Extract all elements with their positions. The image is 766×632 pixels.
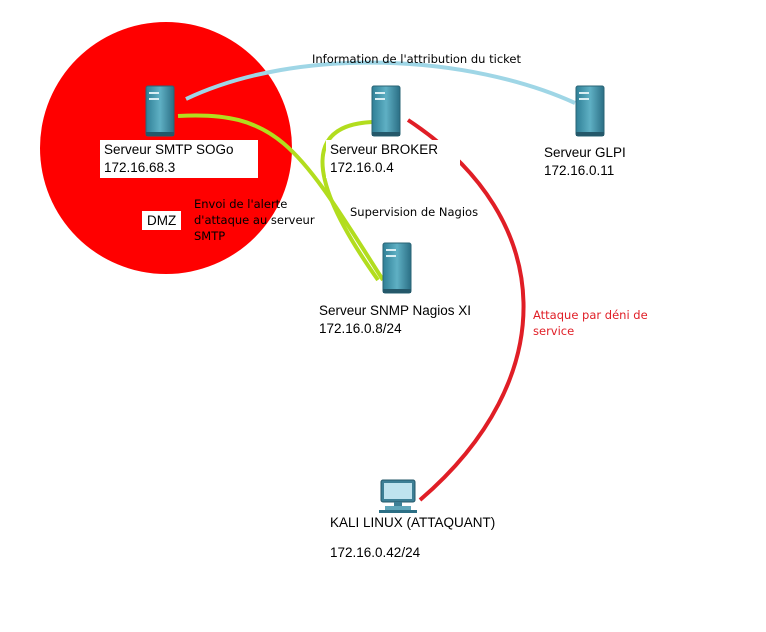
attack-link-label-line: Attaque par déni de [533,308,648,322]
ticket-link [185,60,576,105]
nagios-server-label: Serveur SNMP Nagios XI 172.16.0.8/24 [315,301,483,339]
smtp-server-label: Serveur SMTP SOGo 172.16.68.3 [100,140,258,178]
alert-link-label-line: d'attaque au serveur [194,213,315,227]
broker-server-label: Serveur BROKER 172.16.0.4 [326,140,460,178]
kali-label: KALI LINUX (ATTAQUANT) 172.16.0.42/24 [326,513,506,567]
attack-link-label: Attaque par déni de service [533,307,648,339]
attack-link [406,118,526,502]
pc-icon[interactable] [379,479,417,513]
kali-ip: 172.16.0.42/24 [330,545,421,560]
dmz-label: DMZ [142,211,182,230]
server-icon[interactable] [382,242,412,294]
smtp-server-ip: 172.16.68.3 [104,160,176,175]
kali-name: KALI LINUX (ATTAQUANT) [330,515,496,530]
alert-link-label-line: Envoi de l'alerte [194,197,288,211]
server-icon[interactable] [145,85,175,137]
smtp-server-name: Serveur SMTP SOGo [104,142,234,157]
supervision-link [320,120,380,282]
server-icon[interactable] [575,85,605,137]
server-icon[interactable] [371,85,401,137]
glpi-server-label: Serveur GLPI 172.16.0.11 [540,143,640,181]
broker-server-ip: 172.16.0.4 [330,160,394,175]
broker-server-name: Serveur BROKER [330,142,439,157]
alert-link [177,113,385,282]
nagios-server-ip: 172.16.0.8/24 [319,321,402,336]
supervision-link-label: Supervision de Nagios [350,205,479,219]
nagios-server-name: Serveur SNMP Nagios XI [319,303,472,318]
alert-link-label: Envoi de l'alerte d'attaque au serveur S… [194,196,315,244]
ticket-link-label: Information de l'attribution du ticket [312,52,521,66]
glpi-server-name: Serveur GLPI [544,145,626,160]
alert-link-label-line: SMTP [194,229,226,243]
attack-link-label-line: service [533,324,575,338]
glpi-server-ip: 172.16.0.11 [544,163,615,178]
